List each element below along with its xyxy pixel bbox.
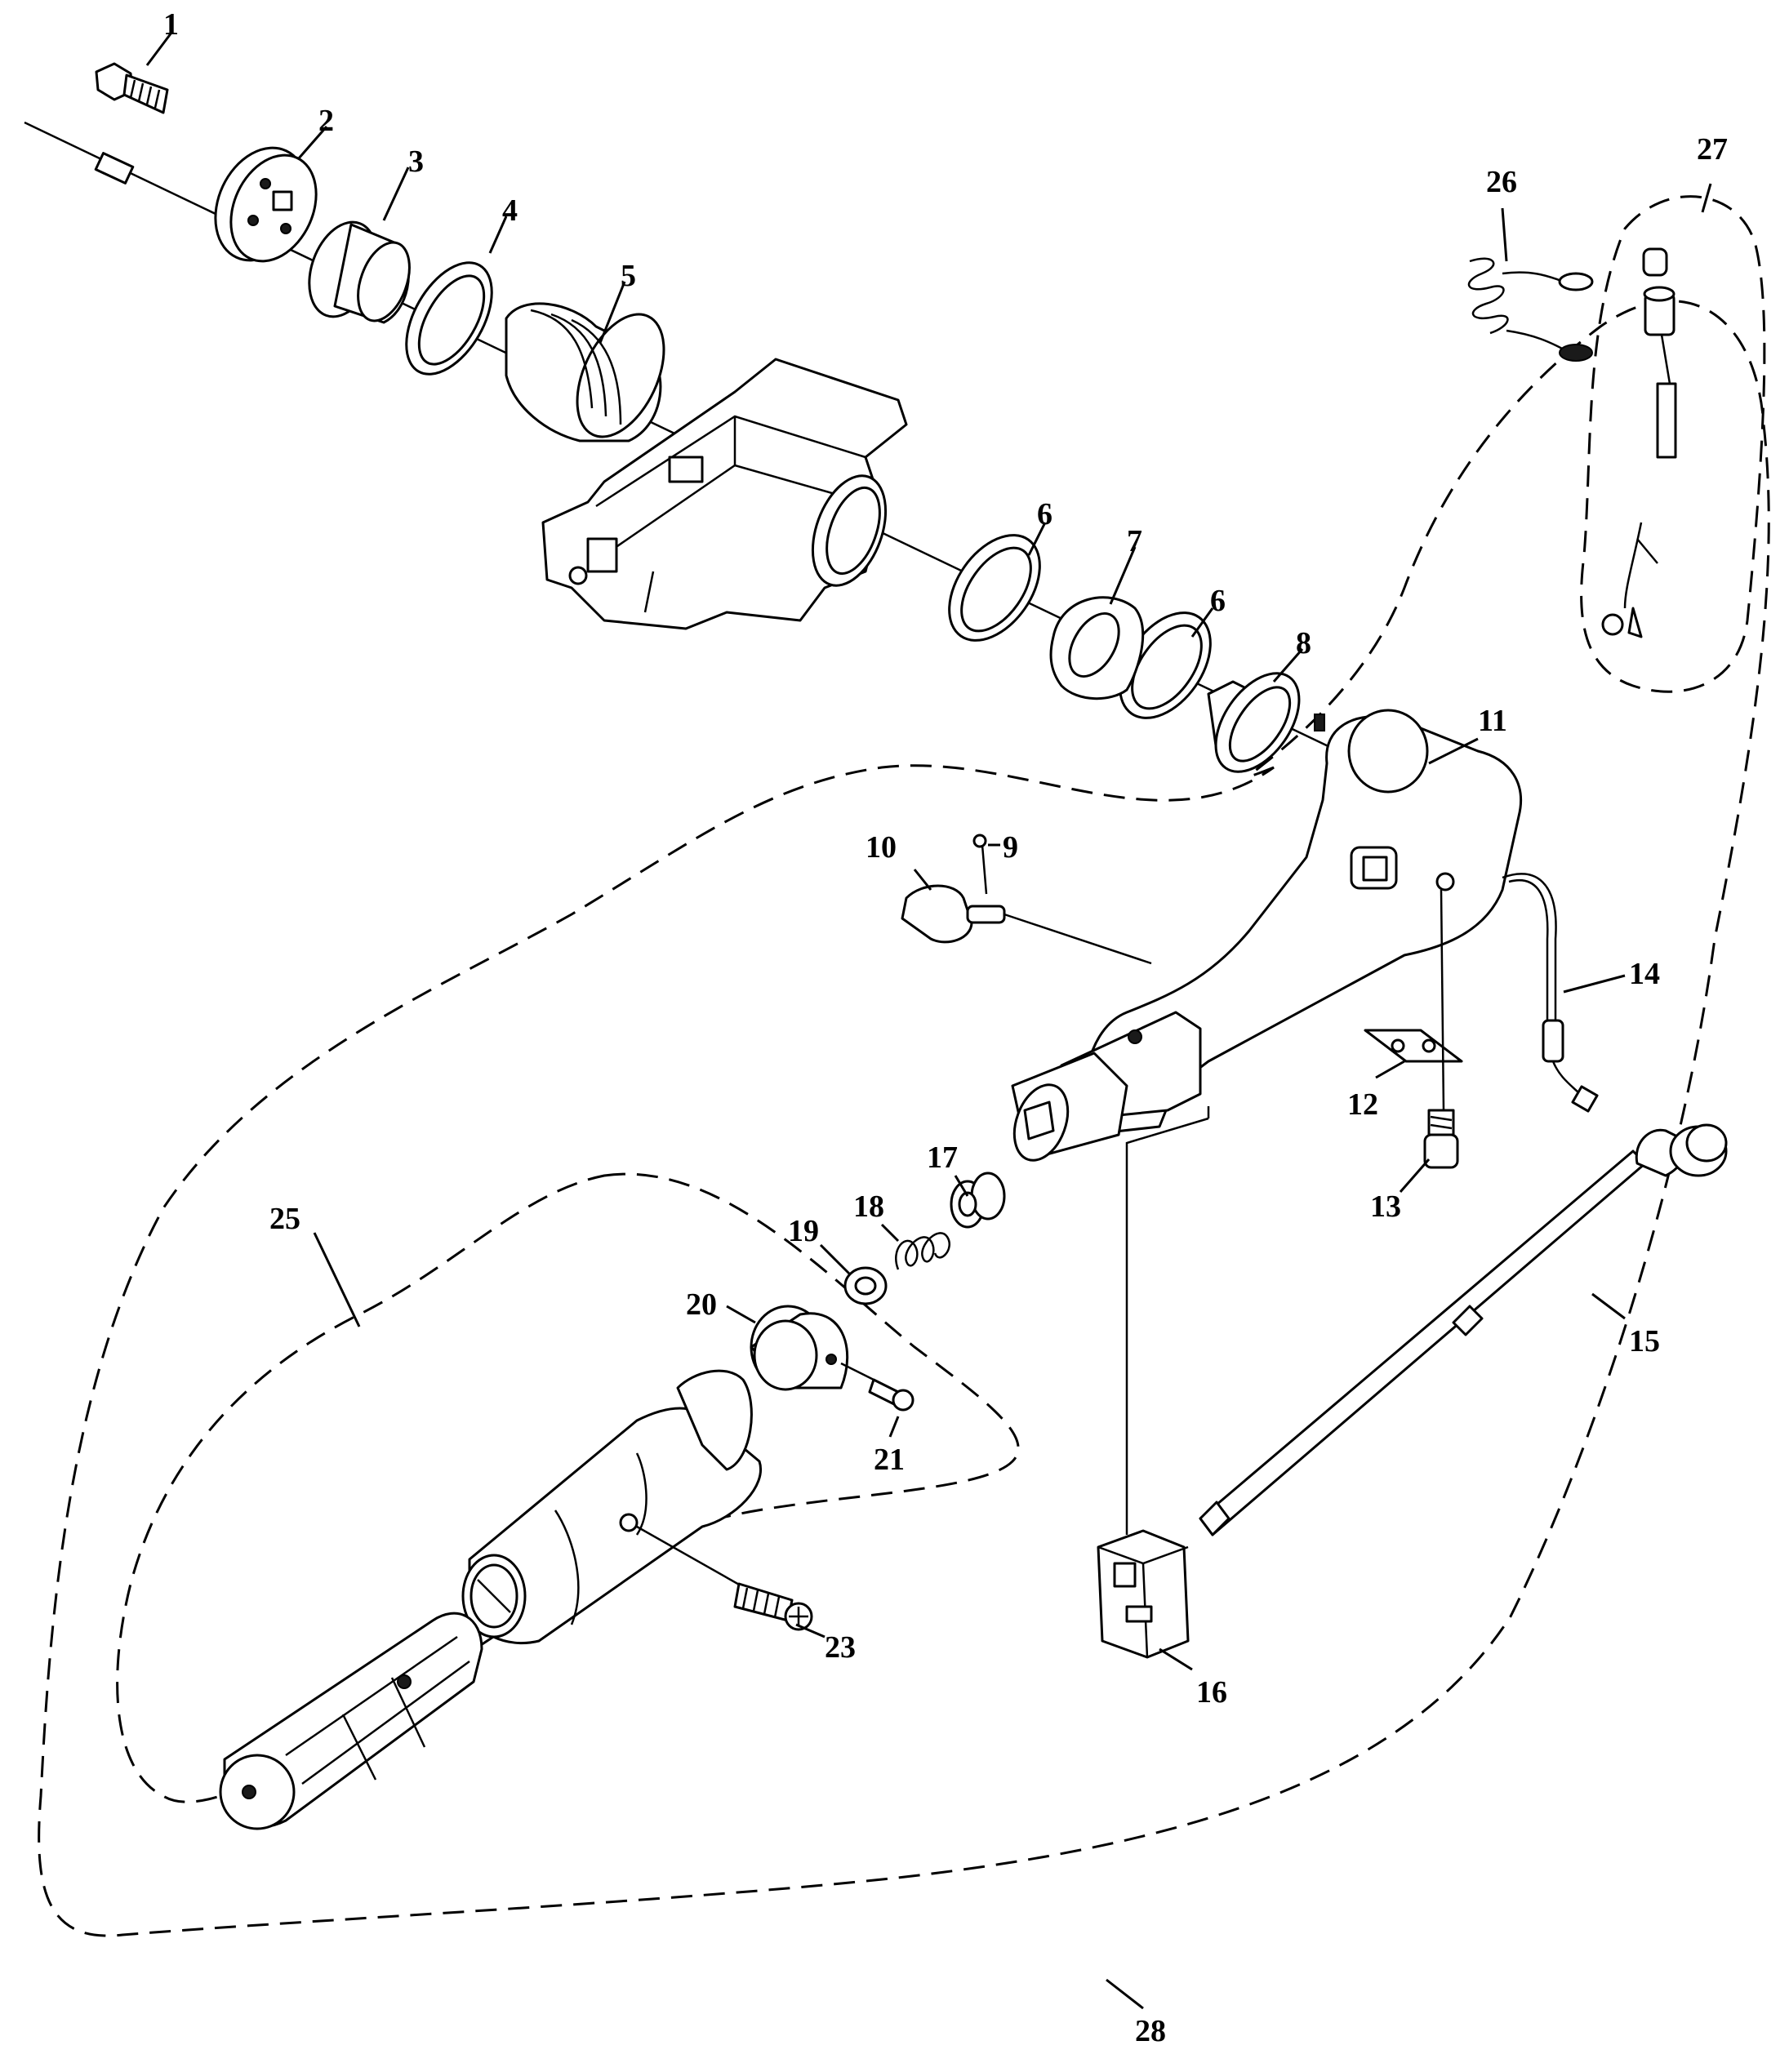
sleeve-part-3 xyxy=(308,220,411,324)
kill-switch-part-27 xyxy=(1601,247,1677,638)
callout-16: 16 xyxy=(1196,1675,1227,1710)
callout-labels: 1 2 3 4 5 6 7 6 8 9 10 11 12 13 14 15 16… xyxy=(163,7,1728,2048)
throttle-grip-body xyxy=(461,1369,762,1645)
callout-25: 25 xyxy=(269,1202,300,1236)
screw-part-21 xyxy=(840,1362,915,1412)
spring-part-18 xyxy=(895,1232,950,1270)
callout-19: 19 xyxy=(788,1214,819,1248)
pin-part-9 xyxy=(972,834,988,895)
callout-8: 8 xyxy=(1296,626,1311,660)
lanyard-part-26 xyxy=(1467,257,1594,362)
mounting-bracket xyxy=(541,358,908,630)
block-part-16 xyxy=(1097,1106,1210,1659)
washer-part-6a xyxy=(948,534,1041,642)
callout-10: 10 xyxy=(866,830,897,865)
knob-part-10 xyxy=(901,884,1152,965)
callout-14: 14 xyxy=(1629,957,1660,991)
callout-13: 13 xyxy=(1370,1189,1401,1224)
friction-plate-part-7 xyxy=(1049,596,1145,700)
cable-end-left xyxy=(94,152,135,185)
leader-lines xyxy=(145,32,1712,2010)
callout-17: 17 xyxy=(927,1140,958,1175)
callout-18: 18 xyxy=(853,1189,884,1224)
callout-20: 20 xyxy=(686,1287,717,1322)
grommet-part-5 xyxy=(505,302,665,442)
callout-11: 11 xyxy=(1478,704,1507,738)
callout-28: 28 xyxy=(1135,2014,1166,2048)
callout-12: 12 xyxy=(1347,1087,1378,1122)
screw-part-23 xyxy=(636,1525,813,1631)
callout-5: 5 xyxy=(621,259,636,293)
shaft-part-15 xyxy=(1199,1123,1728,1536)
wire-part-14 xyxy=(1502,873,1599,1113)
callout-1: 1 xyxy=(163,7,179,42)
bolt-axis-12-13 xyxy=(1440,889,1445,1111)
plate-part-2 xyxy=(214,146,318,263)
bolt-part-13 xyxy=(1423,1109,1459,1169)
callout-3: 3 xyxy=(408,145,424,179)
callout-2: 2 xyxy=(318,104,334,138)
group-27-outline xyxy=(1580,195,1766,693)
bolt-part-1 xyxy=(95,62,169,114)
callout-26: 26 xyxy=(1486,165,1517,199)
callout-6b: 6 xyxy=(1210,584,1226,618)
callout-7: 7 xyxy=(1127,524,1142,558)
rubber-grip xyxy=(219,1612,483,1830)
group-28-outline xyxy=(38,300,1770,1937)
bushing-part-8 xyxy=(1207,672,1301,773)
callout-21: 21 xyxy=(874,1443,905,1477)
washer-part-4 xyxy=(405,261,493,376)
callout-4: 4 xyxy=(502,193,518,228)
callout-15: 15 xyxy=(1629,1324,1660,1358)
callout-6a: 6 xyxy=(1037,497,1052,531)
bushing-part-17 xyxy=(950,1172,1006,1229)
collar-part-20 xyxy=(750,1305,849,1391)
tiller-handle-part-11 xyxy=(1011,709,1523,1162)
plate-part-12 xyxy=(1364,1029,1463,1063)
washer-part-19 xyxy=(843,1266,888,1305)
callout-9: 9 xyxy=(1003,830,1018,865)
callout-27: 27 xyxy=(1697,132,1728,167)
callout-23: 23 xyxy=(825,1630,856,1665)
